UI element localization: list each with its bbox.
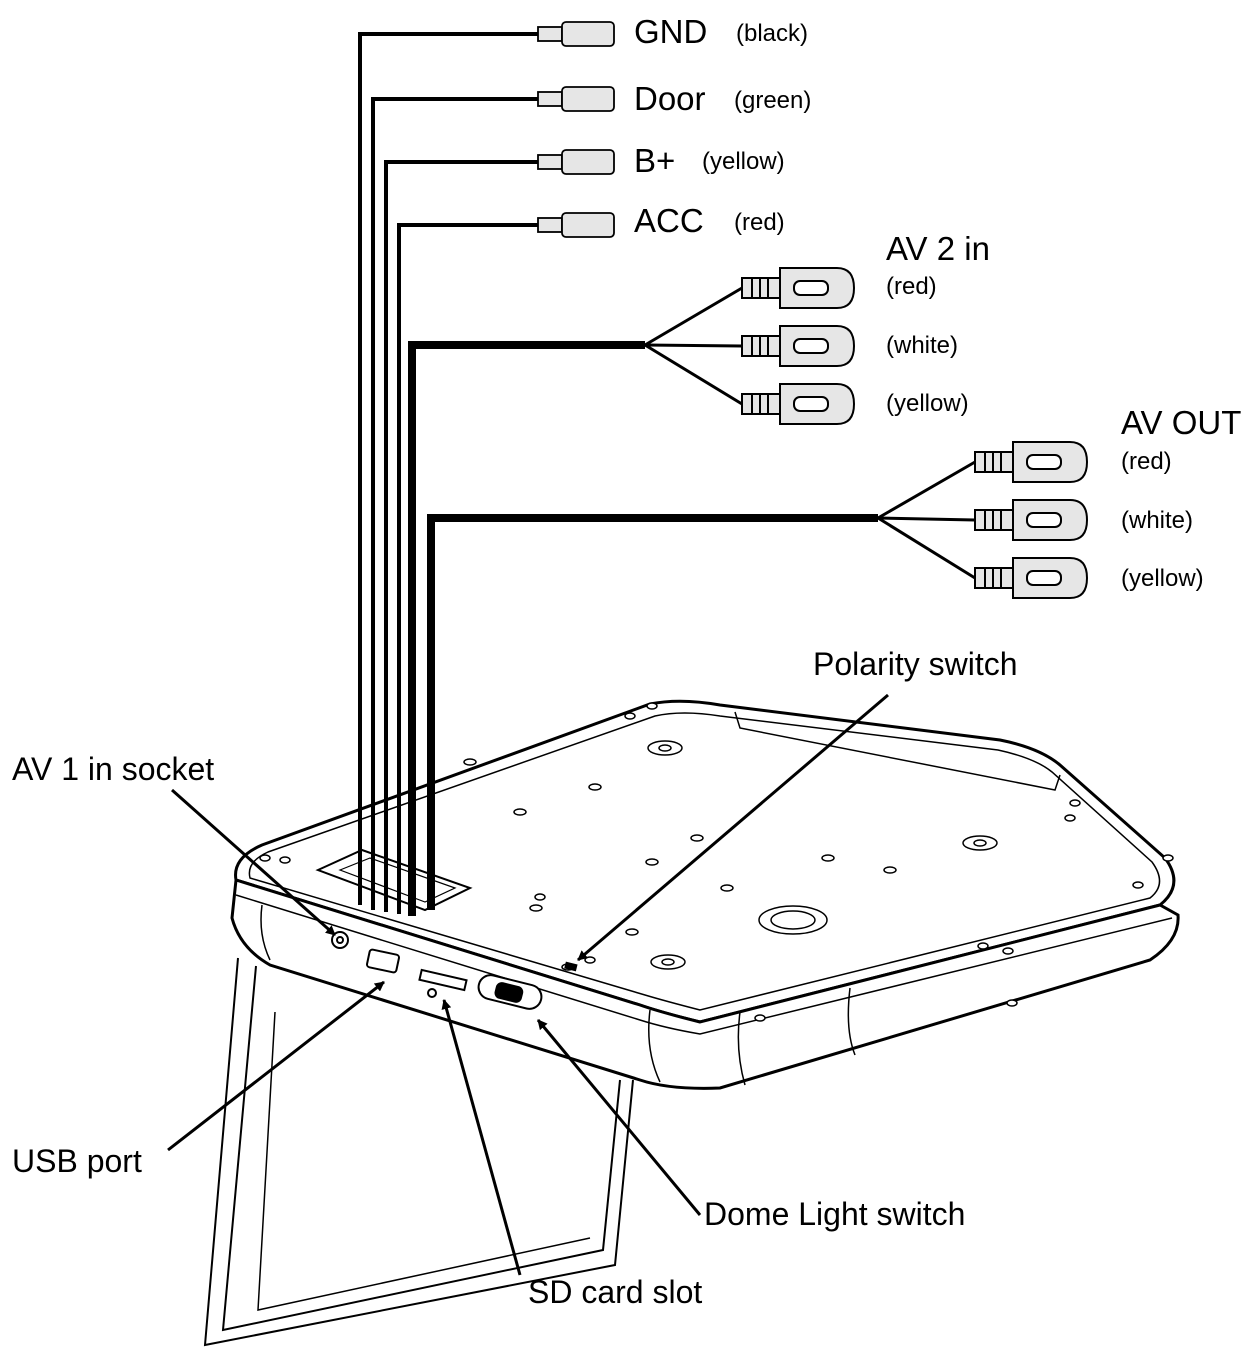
av-out-cable <box>427 460 976 910</box>
power-connectors <box>537 21 615 238</box>
callout-arrows <box>167 693 889 1276</box>
av-out-plug-red-label: (red) <box>1121 448 1172 475</box>
callout-av1-socket: AV 1 in socket <box>12 751 215 787</box>
arrow-sd <box>441 999 522 1276</box>
av2-in-title: AV 2 in <box>886 230 990 267</box>
rca-plug <box>974 499 1089 541</box>
wire-label-bplus: B+ <box>634 142 676 179</box>
arrow-dome <box>536 1019 702 1216</box>
callout-polarity-switch: Polarity switch <box>813 646 1018 682</box>
rca-plug <box>741 383 856 425</box>
av2-plug-white-label: (white) <box>886 332 959 359</box>
rca-plug <box>974 557 1089 599</box>
arrow-usb <box>167 980 385 1152</box>
wire-color-door: (green) <box>734 87 812 114</box>
wire-color-bplus: (yellow) <box>702 148 785 175</box>
callout-sd-card-slot: SD card slot <box>528 1274 703 1310</box>
rca-plug <box>974 441 1089 483</box>
av-out-plug-white-label: (white) <box>1121 507 1194 534</box>
wire-label-gnd: GND <box>634 13 708 50</box>
wire-color-gnd: (black) <box>736 20 809 47</box>
callout-usb-port: USB port <box>12 1143 142 1179</box>
front-controls <box>331 931 578 1010</box>
arrow-av1 <box>171 788 336 937</box>
rca-plugs <box>741 267 1089 599</box>
av-out-plug-yellow-label: (yellow) <box>1121 565 1204 592</box>
wire-label-door: Door <box>634 80 706 117</box>
power-wires <box>358 32 540 914</box>
housing <box>230 699 1180 1090</box>
av2-plug-yellow-label: (yellow) <box>886 390 969 417</box>
av2-cable <box>408 286 743 916</box>
callout-dome-light-switch: Dome Light switch <box>704 1196 966 1232</box>
screen-panel <box>203 957 634 1347</box>
arrow-polarity <box>577 693 889 962</box>
av2-plug-red-label: (red) <box>886 273 937 300</box>
wire-label-acc: ACC <box>634 202 704 239</box>
wire-color-acc: (red) <box>734 209 785 236</box>
av-out-title: AV OUT <box>1121 404 1242 441</box>
rca-plug <box>741 325 856 367</box>
rca-plug <box>741 267 856 309</box>
